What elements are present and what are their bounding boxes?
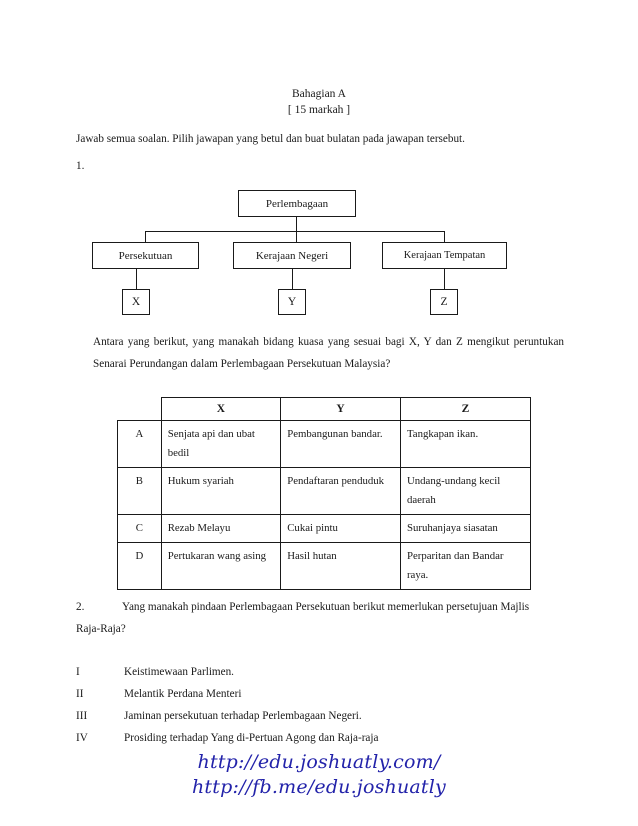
table-row[interactable]: B Hukum syariah Pendaftaran penduduk Und… <box>117 467 532 515</box>
list-item-numeral: III <box>76 710 88 722</box>
question-2-number: 2. <box>76 601 85 613</box>
heading-marks: [ 15 markah ] <box>287 104 351 116</box>
diagram-box-root: Perlembagaan <box>238 190 356 217</box>
connector-to-y <box>292 269 293 290</box>
table-header-y: Y <box>280 397 401 421</box>
question-1-number: 1. <box>76 160 85 172</box>
list-item: I Keistimewaan Parlimen. <box>76 661 536 683</box>
table-row[interactable]: C Rezab Melayu Cukai pintu Suruhanjaya s… <box>117 514 532 543</box>
connector-to-z <box>444 269 445 290</box>
option-c-x: Rezab Melayu <box>160 514 282 543</box>
list-item: II Melantik Perdana Menteri <box>76 683 536 705</box>
watermark: http://edu.joshuatly.com/ http://fb.me/e… <box>0 750 638 800</box>
list-item: III Jaminan persekutuan terhadap Perlemba… <box>76 705 536 727</box>
question-2-text: Yang manakah pindaan Perlembagaan Persek… <box>76 601 530 635</box>
diagram-box-kerajaan-tempatan: Kerajaan Tempatan <box>382 242 507 269</box>
option-c-y: Cukai pintu <box>280 514 401 543</box>
table-row[interactable]: A Senjata api dan ubat bedil Pembangunan… <box>117 420 532 468</box>
list-item-label: Jaminan persekutuan terhadap Perlembagaa… <box>124 710 362 722</box>
option-c-z: Suruhanjaya siasatan <box>399 514 532 543</box>
table-row[interactable]: D Pertukaran wang asing Hasil hutan Perp… <box>117 542 532 590</box>
heading-title: Bahagian A <box>292 88 346 100</box>
option-b-y: Pendaftaran penduduk <box>280 467 401 515</box>
list-item-label: Melantik Perdana Menteri <box>124 688 242 700</box>
diagram-box-z: Z <box>430 289 458 315</box>
option-a-x: Senjata api dan ubat bedil <box>160 420 282 468</box>
question-2-options: I Keistimewaan Parlimen. II Melantik Perda… <box>76 661 536 749</box>
option-d-z: Perparitan dan Bandar raya. <box>399 542 532 590</box>
diagram-box-kerajaan-negeri: Kerajaan Negeri <box>233 242 351 269</box>
section-heading: Bahagian A [ 15 markah ] <box>0 86 638 118</box>
option-d-y: Hasil hutan <box>280 542 401 590</box>
option-label-d: D <box>117 542 162 590</box>
watermark-line-2: http://fb.me/edu.joshuatly <box>192 776 446 798</box>
table-corner-cell <box>118 398 162 421</box>
option-a-y: Pembangunan bandar. <box>280 420 401 468</box>
list-item: IV Prosiding terhadap Yang di-Pertuan Ago… <box>76 727 536 749</box>
diagram-box-y: Y <box>278 289 306 315</box>
question-1-stem: Antara yang berikut, yang manakah bidang… <box>93 336 564 370</box>
option-label-b: B <box>117 467 162 515</box>
option-label-c: C <box>117 514 162 543</box>
option-b-x: Hukum syariah <box>160 467 282 515</box>
list-item-label: Prosiding terhadap Yang di-Pertuan Agong… <box>124 732 379 744</box>
connector-drop-right <box>444 231 445 243</box>
options-table: X Y Z A Senjata api dan ubat bedil Pemba… <box>117 397 532 590</box>
option-a-z: Tangkapan ikan. <box>399 420 532 468</box>
table-header-row: X Y Z <box>118 397 532 421</box>
question-2: 2.Yang manakah pindaan Perlembagaan Pers… <box>76 596 556 640</box>
diagram-box-persekutuan: Persekutuan <box>92 242 199 269</box>
option-b-z: Undang-undang kecil daerah <box>399 467 532 515</box>
watermark-line-1: http://edu.joshuatly.com/ <box>197 751 441 773</box>
option-d-x: Pertukaran wang asing <box>160 542 282 590</box>
connector-drop-left <box>145 231 146 243</box>
list-item-numeral: I <box>76 666 80 678</box>
option-label-a: A <box>117 420 162 468</box>
diagram-box-x: X <box>122 289 150 315</box>
list-item-numeral: IV <box>76 732 88 744</box>
table-header-x: X <box>160 397 282 421</box>
list-item-label: Keistimewaan Parlimen. <box>124 666 234 678</box>
connector-drop-middle <box>296 217 297 243</box>
connector-to-x <box>136 269 137 290</box>
connector-horizontal-bus <box>145 231 445 232</box>
table-header-z: Z <box>399 397 532 421</box>
list-item-numeral: II <box>76 688 84 700</box>
instruction-text: Jawab semua soalan. Pilih jawapan yang b… <box>76 133 465 145</box>
